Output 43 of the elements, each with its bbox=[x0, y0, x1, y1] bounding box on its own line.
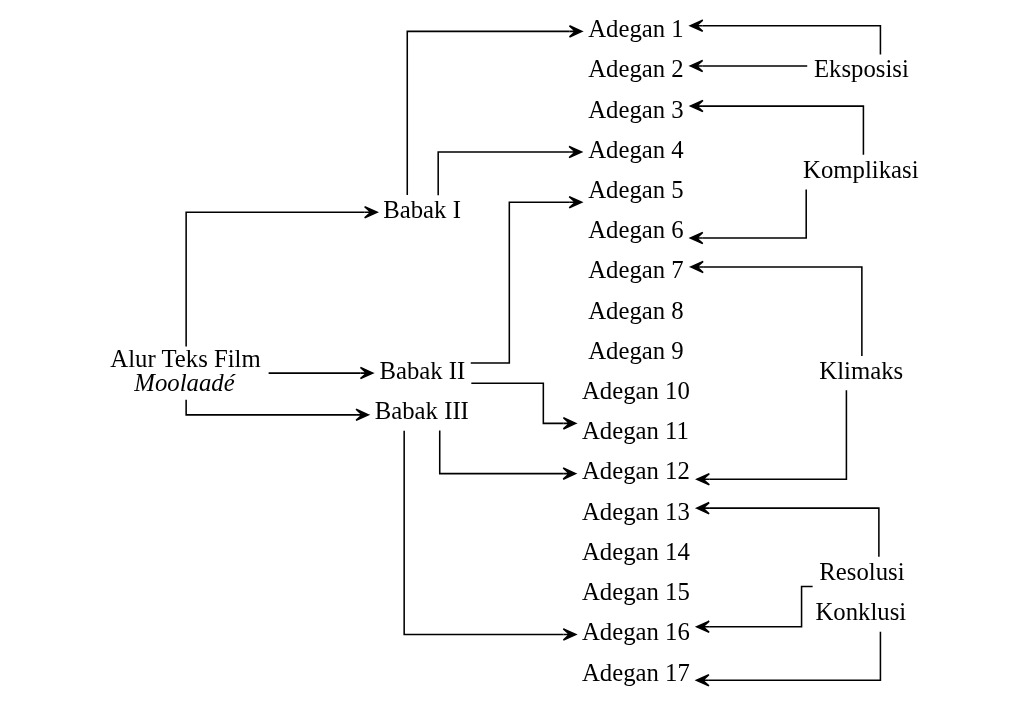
node-text: Adegan 2 bbox=[587, 55, 684, 83]
node-text: Resolusi bbox=[818, 558, 905, 585]
node-text: Klimaks bbox=[818, 356, 903, 384]
node-text: Adegan 17 bbox=[581, 658, 690, 686]
node-text: Adegan 12 bbox=[581, 457, 690, 485]
node-text: Adegan 10 bbox=[581, 377, 690, 405]
node-text: Komplikasi bbox=[802, 155, 919, 183]
node-text: Adegan 15 bbox=[581, 578, 690, 606]
arrow bbox=[695, 630, 881, 687]
arrow bbox=[406, 25, 583, 196]
node-text: Adegan 16 bbox=[581, 618, 690, 646]
node-text: Adegan 9 bbox=[587, 336, 684, 364]
node-text: Babak II bbox=[378, 356, 465, 384]
node-text: Konklusi bbox=[814, 598, 906, 626]
node-text: Alur Teks Film Moolaadé bbox=[109, 344, 261, 397]
arrow bbox=[267, 366, 374, 380]
node-text: Adegan 14 bbox=[581, 537, 690, 565]
arrow bbox=[184, 399, 369, 422]
node-text: Babak I bbox=[382, 196, 461, 224]
node-text: Adegan 4 bbox=[587, 135, 684, 163]
arrow bbox=[695, 501, 880, 558]
node-text: Adegan 5 bbox=[587, 176, 684, 204]
node-text: Eksposisi bbox=[813, 55, 909, 83]
arrow bbox=[470, 382, 577, 430]
arrow bbox=[689, 19, 881, 56]
arrow bbox=[438, 429, 576, 480]
node-text: Adegan 13 bbox=[581, 497, 690, 525]
arrow bbox=[695, 389, 847, 486]
arrow bbox=[689, 260, 863, 357]
arrow bbox=[402, 429, 577, 641]
arrow bbox=[689, 99, 864, 156]
node-text: Adegan 6 bbox=[587, 216, 684, 244]
arrow bbox=[436, 145, 582, 196]
arrow bbox=[469, 195, 582, 364]
node-text: Adegan 7 bbox=[587, 256, 684, 284]
arrow bbox=[689, 59, 808, 73]
node-text: Adegan 11 bbox=[581, 417, 689, 445]
node-text: Babak III bbox=[374, 397, 469, 425]
node-text: Adegan 1 bbox=[587, 15, 684, 43]
arrow bbox=[184, 205, 378, 348]
arrow bbox=[689, 188, 807, 245]
node-text: Adegan 3 bbox=[587, 95, 684, 123]
node-text: Adegan 8 bbox=[587, 296, 684, 324]
